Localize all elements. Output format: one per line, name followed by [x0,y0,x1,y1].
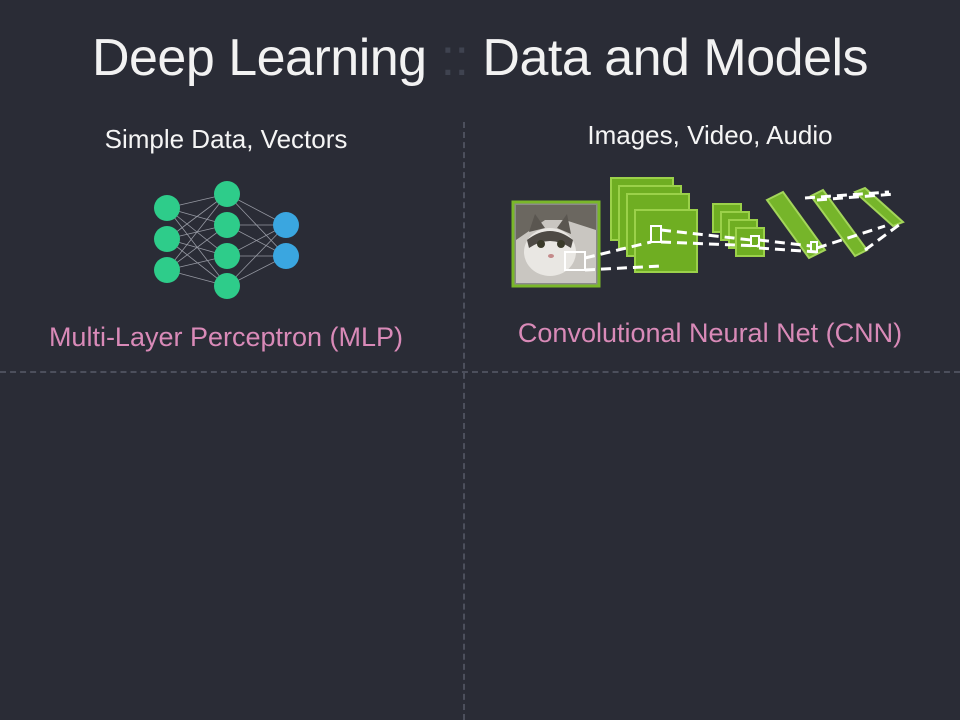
mlp-network-diagram [154,181,299,299]
vertical-divider [463,122,465,720]
slide-title: Deep Learning :: Data and Models [0,28,960,88]
mlp-model-name: Multi-Layer Perceptron (MLP) [48,322,404,352]
horizontal-divider [0,371,960,373]
mlp-node [154,195,180,221]
mlp-hidden-layer [214,181,240,299]
cat-photo-icon [511,200,601,288]
mlp-node [214,181,240,207]
cnn-feature-maps-2 [712,203,765,257]
mlp-node [154,226,180,252]
mlp-node [154,257,180,283]
title-separator: :: [440,29,469,87]
cnn-data-heading: Images, Video, Audio [587,120,833,150]
cnn-model-name: Convolutional Neural Net (CNN) [517,318,903,348]
cnn-kernel-window [650,225,662,243]
mlp-output-layer [273,212,299,269]
mlp-node [214,243,240,269]
title-right: Data and Models [482,29,869,87]
mlp-output-node [273,243,299,269]
mlp-data-heading: Simple Data, Vectors [104,124,348,154]
mlp-node [214,212,240,238]
mlp-input-layer [154,195,180,283]
title-left: Deep Learning [91,29,427,87]
cnn-network-diagram [511,177,905,288]
mlp-edges [166,193,287,287]
cnn-projection-lines [584,190,904,272]
mlp-node [214,273,240,299]
mlp-output-node [273,212,299,238]
